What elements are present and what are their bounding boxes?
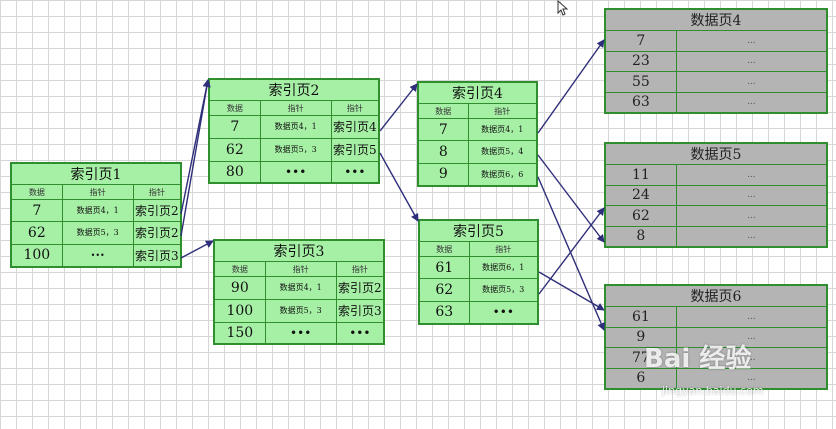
record-key: 61 — [605, 306, 677, 328]
data-key: 63 — [419, 300, 470, 325]
arrow-idx5-to-dp5 — [538, 207, 605, 295]
arrow-idx1-to-idx2 — [180, 79, 211, 237]
index-page-5: 索引页5 数据 指针 61 数据页6，1 62 数据页5，3 63 ••• — [418, 219, 539, 325]
data-key: 100 — [214, 298, 266, 323]
data-page-title: 数据页6 — [605, 285, 827, 307]
record-body: ... — [675, 367, 828, 389]
watermark-site: jingyan.baidu.com — [662, 384, 764, 397]
index-pointer: 索引页3 — [132, 243, 182, 268]
index-page-title: 索引页5 — [419, 220, 538, 242]
record-key: 6 — [605, 367, 677, 389]
arrow-idx2-to-idx5 — [379, 152, 419, 222]
arrow-idx1-to-idx3 — [180, 240, 214, 259]
data-key: 150 — [214, 321, 266, 344]
data-page-title: 数据页5 — [605, 143, 827, 165]
index-pointer: ••• — [330, 160, 380, 183]
baidu-jingyan-watermark: Bai 经验 jingyan.baidu.com — [640, 338, 810, 408]
data-page-6: 数据页6 61... 9... 77... 6... — [604, 284, 828, 390]
data-pointer: ••• — [259, 160, 332, 183]
index-page-title: 索引页3 — [214, 240, 384, 262]
column-header: 指针 — [335, 261, 385, 277]
record-key: 23 — [605, 50, 677, 72]
arrow-idx4-to-dp6 — [537, 176, 605, 331]
data-pointer: ••• — [264, 321, 337, 344]
watermark-brand: Bai 经验 — [644, 344, 752, 374]
data-page-5: 数据页5 11... 24... 62... 8... — [604, 142, 828, 248]
mouse-cursor-icon — [557, 0, 569, 16]
index-page-4: 索引页4 数据 指针 7 数据页4，1 8 数据页5，4 9 数据页6，6 — [417, 81, 538, 187]
arrow-idx4-to-dp4 — [537, 39, 605, 134]
column-header: 指针 — [259, 100, 332, 116]
data-key: 100 — [11, 243, 63, 268]
index-page-1: 索引页1 数据 指针 指针 7 数据页4，1 索引页2 62 数据页5，3 索引… — [10, 162, 182, 268]
data-page-title: 数据页4 — [605, 9, 827, 31]
index-pointer: 索引页3 — [335, 298, 385, 323]
data-pointer: ••• — [468, 300, 539, 325]
index-page-3: 索引页3 数据 指针 指针 90 数据页4，1 索引页2 100 数据页5，3 … — [213, 239, 385, 345]
index-page-title: 索引页2 — [209, 79, 379, 101]
data-pointer: 数据页6，6 — [467, 162, 538, 187]
index-pointer: 索引页5 — [330, 137, 380, 162]
index-page-2: 索引页2 数据 指针 指针 7 数据页4，1 索引页4 62 数据页5，3 索引… — [208, 78, 380, 184]
record-body: ... — [675, 225, 828, 247]
record-body: ... — [675, 91, 828, 113]
data-page-4: 数据页4 7... 23... 55... 63... — [604, 8, 828, 114]
arrow-idx2-to-idx4 — [379, 83, 418, 132]
record-body: ... — [675, 50, 828, 72]
data-pointer: 数据页5，3 — [259, 137, 332, 162]
arrow-idx4-to-dp5 — [537, 154, 605, 243]
data-key: 62 — [209, 137, 261, 162]
index-pointer: ••• — [335, 321, 385, 344]
column-header: 指针 — [330, 100, 380, 116]
arrow-idx5-to-dp6 — [538, 271, 605, 311]
data-key: 9 — [418, 162, 469, 187]
column-header: 数据 — [214, 261, 266, 277]
